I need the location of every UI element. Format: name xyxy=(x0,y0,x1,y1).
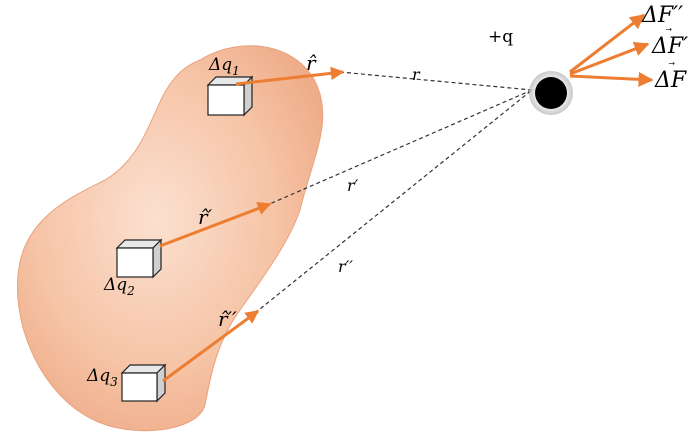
force-dF-arrow xyxy=(569,71,654,87)
r-prime-label: r′ xyxy=(347,176,359,195)
dF-double-prime-label: ΔF′′ xyxy=(641,3,683,28)
dq3-subscript: 3 xyxy=(110,375,118,389)
dq1-subscript: 1 xyxy=(232,64,240,78)
dq1-text: Δq xyxy=(208,55,232,75)
dF-vector-mark: ⃗ xyxy=(668,62,675,65)
dF-prime-vector-mark: ⃗ xyxy=(665,28,672,31)
dq3-text: Δq xyxy=(86,366,110,386)
charge-distribution-blob xyxy=(16,45,324,432)
rhat-prime-label: r̂′ xyxy=(198,205,213,229)
unit-vector-rhat-double-prime-arrow xyxy=(162,309,260,383)
force-dF-prime-arrow xyxy=(569,41,650,76)
cube-dq1 xyxy=(206,75,254,117)
cube-dq2 xyxy=(115,238,163,279)
cube-dq3 xyxy=(120,363,167,403)
force-dF-double-prime-arrow xyxy=(569,13,646,74)
charge-label: +q xyxy=(488,27,513,47)
unit-vector-rhat-arrow xyxy=(235,66,345,86)
dashed-line-r-double-prime xyxy=(254,89,533,314)
r-label: r xyxy=(412,65,421,84)
unit-vector-rhat-prime-arrow xyxy=(159,202,272,248)
dq2-label: Δq2 xyxy=(103,275,135,298)
r-double-prime-label: r′′ xyxy=(338,257,353,276)
dq2-text: Δq xyxy=(103,275,127,295)
dF-prime-label: ΔF′ xyxy=(651,34,688,59)
dF-label: ΔF xyxy=(654,68,687,93)
dashed-line-r xyxy=(339,71,533,91)
rhat-label: r̂ xyxy=(306,51,317,75)
dq1-label: Δq1 xyxy=(208,55,240,78)
point-charge xyxy=(535,77,567,109)
rhat-double-prime-label: r̂′′ xyxy=(218,307,237,331)
dq2-subscript: 2 xyxy=(126,284,135,298)
dq3-label: Δq3 xyxy=(86,366,118,389)
